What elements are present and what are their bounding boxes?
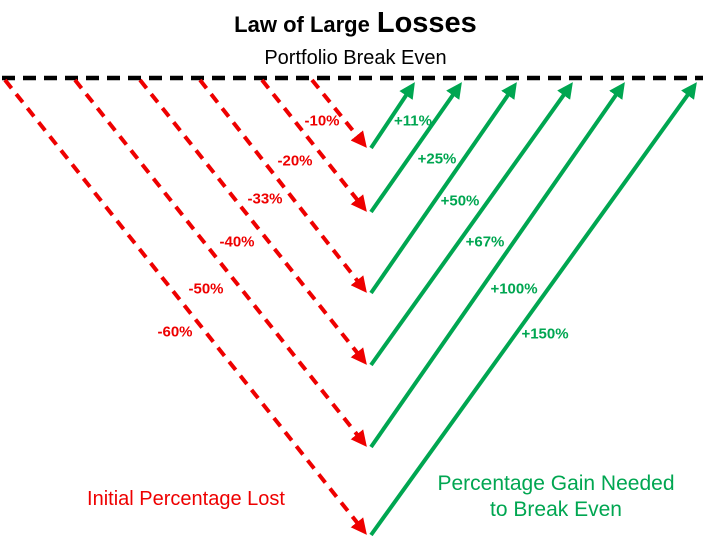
gain-label-11: +11% (394, 113, 432, 130)
gain-label-67: +67% (466, 234, 505, 251)
loss-arrow-60 (3, 78, 367, 535)
loss-label-40: -40% (219, 234, 254, 251)
gain-arrow-100 (369, 82, 625, 449)
loss-label-33: -33% (247, 191, 282, 208)
gain-label-100: +100% (490, 281, 537, 298)
loss-labels-group: -10% -20% -33% -40% -50% -60% (157, 113, 339, 341)
loss-arrow-10 (310, 78, 367, 148)
gain-arrows-group (369, 82, 697, 537)
gain-arrow-150 (369, 82, 697, 537)
loss-label-50: -50% (188, 281, 223, 298)
gain-arrow-50 (369, 82, 517, 295)
gain-label-150: +150% (521, 326, 568, 343)
loss-arrow-33 (198, 78, 367, 293)
gain-arrow-67 (369, 82, 573, 367)
loss-label-10: -10% (304, 113, 339, 130)
loss-arrow-50 (73, 78, 367, 447)
loss-arrows-group (3, 78, 367, 535)
gain-label-25: +25% (418, 151, 457, 168)
chart-title-prefix: Law of Large (234, 12, 370, 37)
loss-caption: Initial Percentage Lost (87, 488, 285, 510)
loss-arrow-40 (138, 78, 367, 365)
loss-arrow-20 (260, 78, 367, 212)
gain-labels-group: +11% +25% +50% +67% +100% +150% (394, 113, 569, 343)
gain-caption-line2: to Break Even (490, 498, 622, 521)
gain-caption: Percentage Gain Needed to Break Even (424, 471, 688, 523)
break-even-caption: Portfolio Break Even (264, 47, 447, 69)
gain-label-50: +50% (441, 193, 480, 210)
chart-title-emphasis: Losses (376, 7, 477, 39)
loss-label-60: -60% (157, 324, 192, 341)
gain-arrow-25 (369, 82, 462, 214)
loss-label-20: -20% (277, 153, 312, 170)
gain-arrow-11 (369, 82, 415, 150)
gain-caption-line1: Percentage Gain Needed (437, 472, 675, 495)
